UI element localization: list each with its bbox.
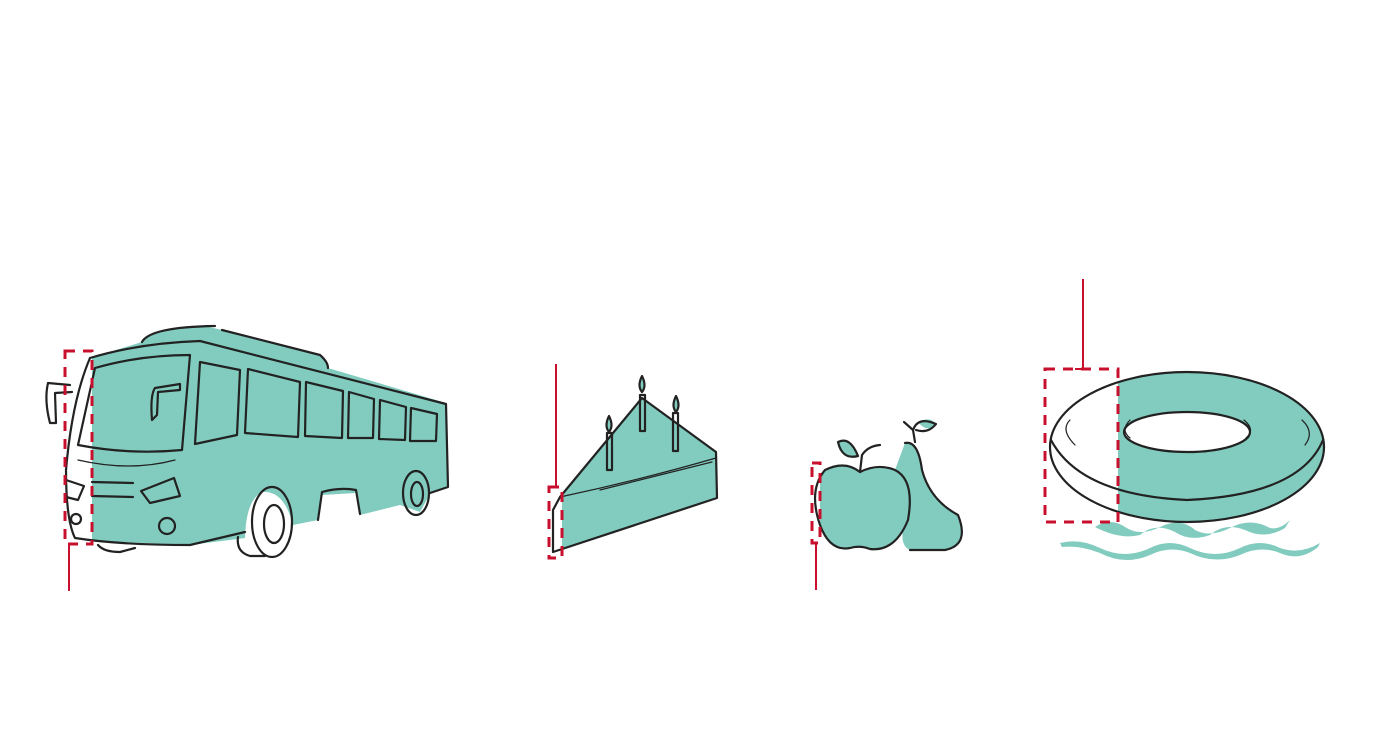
candle-icon — [605, 374, 680, 472]
swim-ring-icon[interactable] — [1043, 279, 1326, 561]
cake-slice-icon[interactable] — [547, 364, 719, 560]
bus-icon[interactable] — [45, 324, 450, 591]
apple-pear-icon[interactable] — [810, 419, 963, 590]
